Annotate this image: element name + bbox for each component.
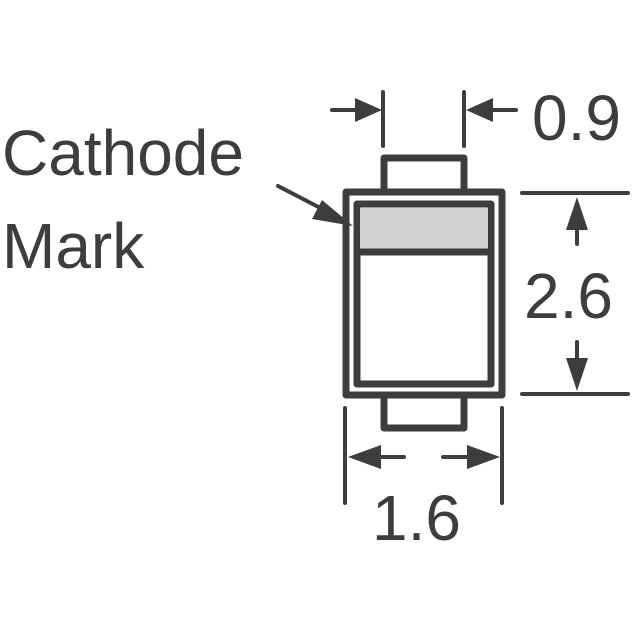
- arrow-right-icon: [441, 445, 500, 469]
- leader-arrow-icon: [276, 184, 353, 226]
- cathode-label-line2: Mark: [2, 210, 145, 282]
- arrow-left-icon: [466, 98, 518, 122]
- dim-body-height-label: 2.6: [524, 260, 613, 332]
- dim-body-width-label: 1.6: [372, 482, 461, 554]
- arrow-down-icon: [566, 340, 588, 391]
- arrow-left-icon: [348, 445, 406, 469]
- arrow-right-icon: [330, 98, 382, 122]
- dim-lead-width-label: 0.9: [532, 82, 621, 154]
- cathode-label-line1: Cathode: [2, 117, 244, 189]
- arrow-up-icon: [566, 197, 588, 246]
- top-lead: [380, 154, 468, 197]
- cathode-mark-band: [360, 208, 488, 250]
- bottom-lead: [380, 391, 468, 432]
